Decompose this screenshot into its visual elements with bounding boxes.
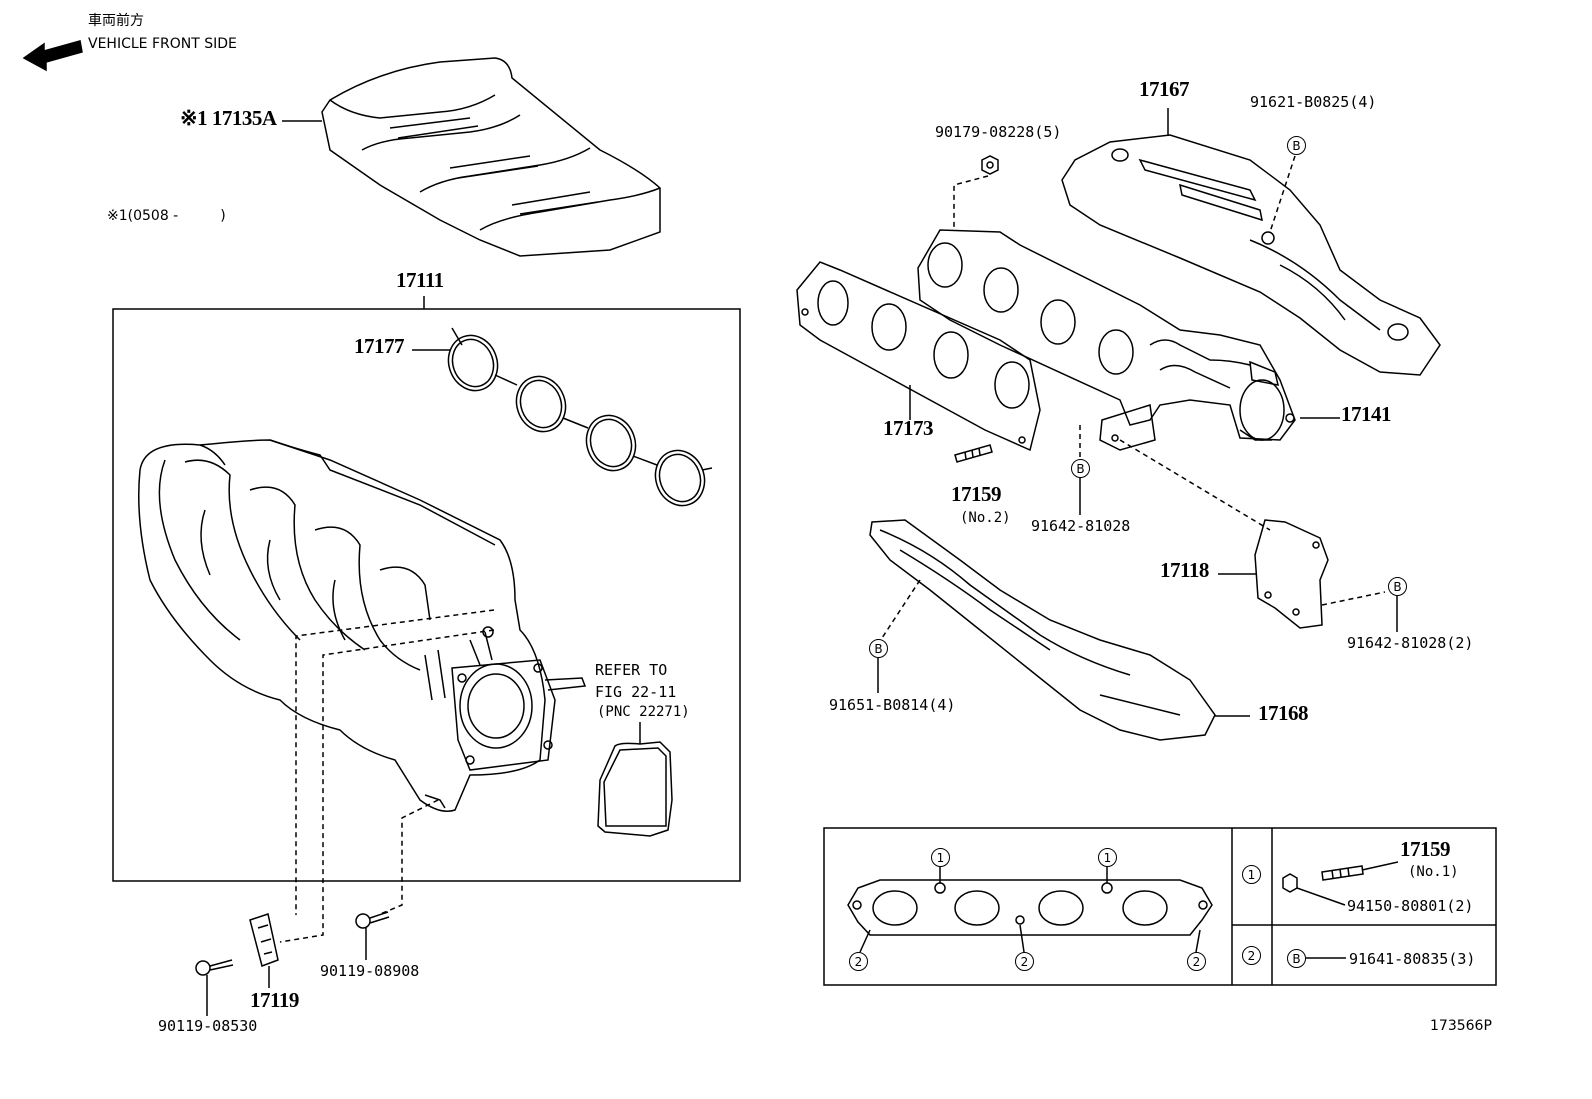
marker-1: 1 xyxy=(931,848,950,867)
front-arrow-icon xyxy=(22,40,83,72)
part-17111[interactable]: 17111 xyxy=(396,268,444,292)
marker-1: 1 xyxy=(1242,865,1261,884)
part-90119-08908[interactable]: 90119-08908 xyxy=(320,962,420,980)
footnote: ※1(0508 - ) xyxy=(107,208,226,224)
part-17159-no1-sub: (No.1) xyxy=(1408,864,1459,880)
part-91651-B0814[interactable]: 91651-B0814(4) xyxy=(829,696,956,714)
bolt-90119-08908-icon xyxy=(355,911,390,960)
part-17173[interactable]: 17173 xyxy=(883,416,934,440)
marker-b: B xyxy=(1071,459,1090,478)
nut-90179-icon xyxy=(981,155,999,175)
part-17159-no1[interactable]: 17159 xyxy=(1400,837,1451,861)
exhaust-gasket-17173 xyxy=(796,261,1041,452)
marker-b: B xyxy=(1287,949,1306,968)
part-17168[interactable]: 17168 xyxy=(1258,701,1309,725)
refer-line1: REFER TO xyxy=(595,661,668,679)
part-91642-81028[interactable]: 91642-81028 xyxy=(1031,517,1131,535)
refer-line3: (PNC 22271) xyxy=(597,704,690,720)
direction-label-jp: 車両前方 xyxy=(88,13,144,29)
diagram-id: 173566P xyxy=(1430,1018,1492,1034)
refer-line2[interactable]: FIG 22-11 xyxy=(595,683,677,701)
part-90119-08530[interactable]: 90119-08530 xyxy=(158,1017,258,1035)
heat-insulator-17168 xyxy=(869,519,1216,741)
marker-2: 2 xyxy=(1242,946,1261,965)
part-17119[interactable]: 17119 xyxy=(250,988,299,1012)
intake-manifold-box xyxy=(112,308,741,882)
bolt-90119-08530-icon xyxy=(195,959,234,1016)
intake-manifold xyxy=(138,439,587,812)
marker-b: B xyxy=(869,639,888,658)
dashed-leaders-left xyxy=(279,609,495,943)
part-94150-80801[interactable]: 94150-80801(2) xyxy=(1347,897,1474,915)
part-90179-08228[interactable]: 90179-08228(5) xyxy=(935,123,1062,141)
marker-2: 2 xyxy=(1187,952,1206,971)
marker-2: 2 xyxy=(849,952,868,971)
gasket-detail-table xyxy=(823,827,1497,986)
marker-2: 2 xyxy=(1015,952,1034,971)
marker-b: B xyxy=(1388,577,1407,596)
throttle-body-gasket xyxy=(597,722,673,837)
marker-1: 1 xyxy=(1098,848,1117,867)
part-91641-80835[interactable]: 91641-80835(3) xyxy=(1349,950,1476,968)
part-91621-B0825[interactable]: 91621-B0825(4) xyxy=(1250,93,1377,111)
part-17167[interactable]: 17167 xyxy=(1139,77,1190,101)
engine-cover xyxy=(321,57,661,257)
heat-insulator-17167 xyxy=(1061,134,1441,376)
part-17135A[interactable]: ※1 17135A xyxy=(180,106,277,130)
stud-17159-no2-icon xyxy=(954,444,993,463)
part-17118[interactable]: 17118 xyxy=(1160,558,1209,582)
part-17159-no2-sub: (No.2) xyxy=(960,510,1011,526)
part-17141[interactable]: 17141 xyxy=(1341,402,1392,426)
part-91642-81028-2[interactable]: 91642-81028(2) xyxy=(1347,634,1474,652)
intake-gasket-17177 xyxy=(447,327,713,507)
bracket-17118 xyxy=(1254,519,1329,629)
direction-label-en: VEHICLE FRONT SIDE xyxy=(88,36,237,52)
exhaust-manifold-17141 xyxy=(917,229,1296,451)
part-17159-no2[interactable]: 17159 xyxy=(951,482,1002,506)
bracket-17119 xyxy=(249,913,279,988)
part-17177[interactable]: 17177 xyxy=(354,334,405,358)
marker-b: B xyxy=(1287,136,1306,155)
